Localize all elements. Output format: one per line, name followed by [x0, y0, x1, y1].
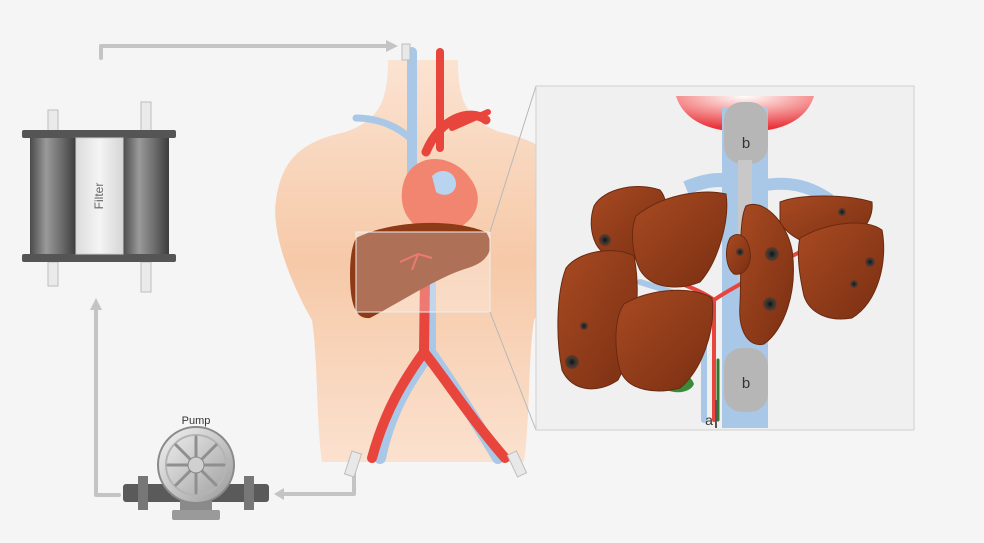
arrow-into-pump	[274, 488, 284, 500]
dialysis-filter-icon: Filter	[22, 102, 176, 292]
marker-b-bottom: b	[742, 375, 750, 392]
arrow-into-body	[386, 40, 398, 52]
liver-segments-icon: b b a	[536, 86, 914, 430]
marker-b-top: b	[742, 135, 750, 152]
tube-pump-to-filter	[96, 310, 119, 495]
roller-pump-icon: Pump	[123, 415, 269, 520]
human-torso-icon	[275, 44, 571, 477]
arrow-into-filter	[90, 298, 102, 310]
filter-label: Filter	[92, 183, 106, 210]
pump-label: Pump	[182, 415, 211, 427]
liver-zoom-region	[356, 232, 490, 312]
tube-filter-to-body	[101, 46, 386, 58]
tube-body-to-pump	[284, 468, 354, 494]
marker-a: a	[705, 412, 713, 428]
